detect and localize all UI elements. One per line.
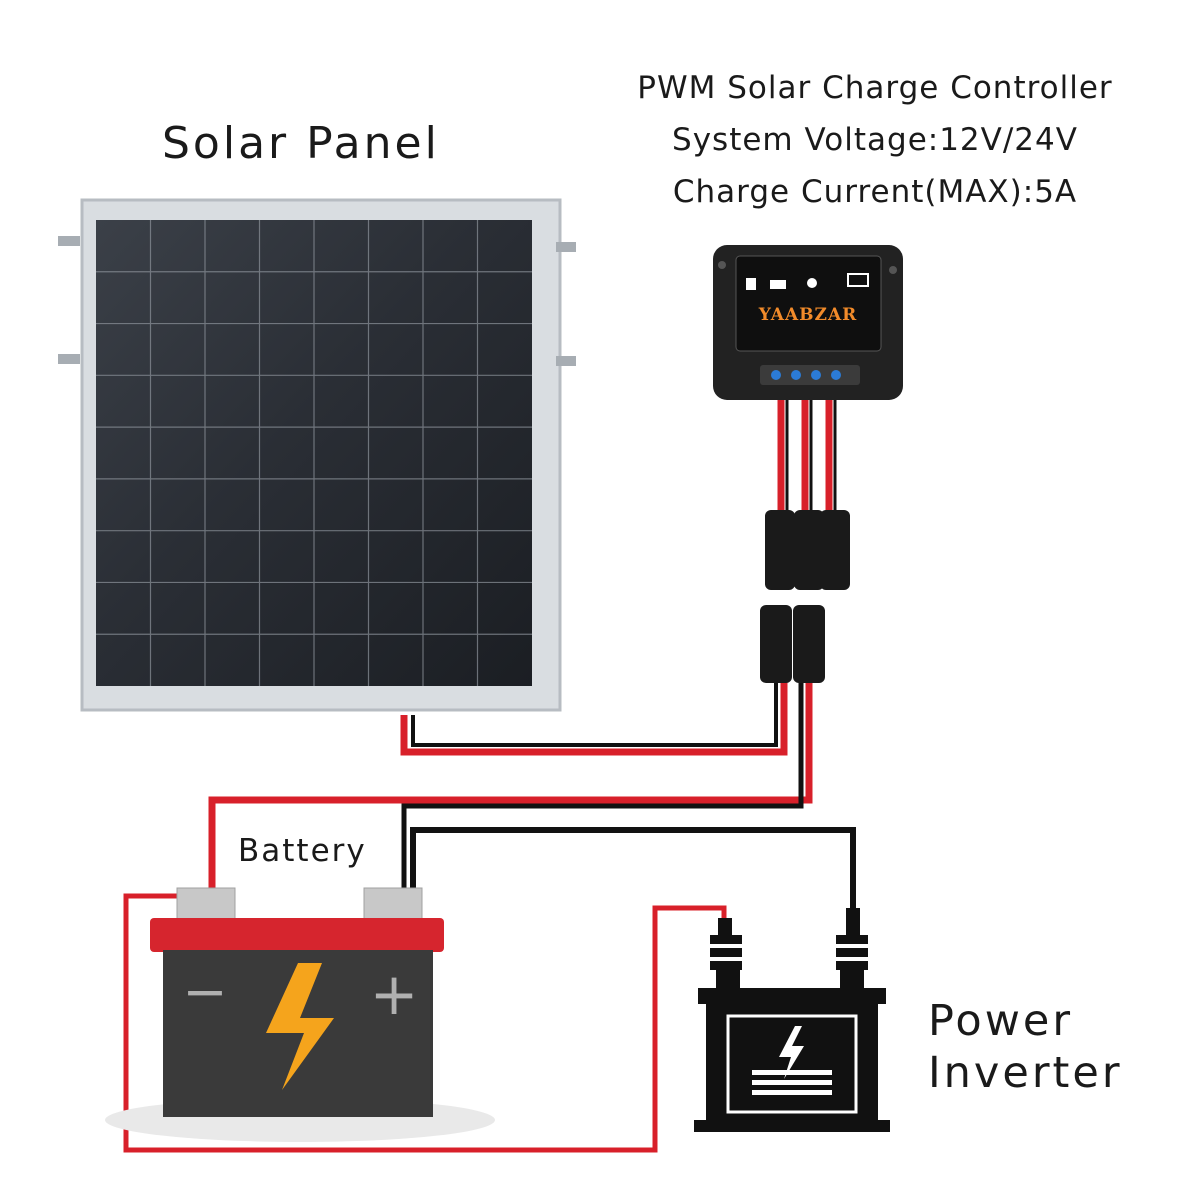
bracket-right-bottom <box>556 356 576 366</box>
bracket-left-bottom <box>58 354 80 364</box>
power-inverter <box>694 908 890 1132</box>
controller-mount-hole-left <box>718 261 726 269</box>
controller-terminal-3 <box>811 370 821 380</box>
wires <box>123 400 856 1153</box>
panel-cell-grid <box>96 220 532 686</box>
controller-terminal-2 <box>791 370 801 380</box>
power-inverter-label-line2: Inverter <box>928 1048 1123 1098</box>
connector-upper-1 <box>765 510 795 590</box>
inverter-foot <box>694 1120 890 1132</box>
power-inverter-label: Power Inverter <box>928 995 1123 1099</box>
controller-title: PWM Solar Charge Controller <box>637 70 1113 106</box>
connector-lower-1 <box>760 605 792 683</box>
inverter-bolt-icon <box>779 1026 804 1079</box>
controller-system-voltage: System Voltage:12V/24V <box>672 122 1078 158</box>
solar-panel-label: Solar Panel <box>162 118 440 169</box>
controller-indicator-1 <box>746 278 756 290</box>
inverter-line-3 <box>752 1090 832 1095</box>
inverter-line-2 <box>752 1080 832 1085</box>
battery-black-wire <box>401 660 804 890</box>
inverter-terminal-right <box>836 908 868 988</box>
connector-upper-2 <box>794 510 824 590</box>
inverter-red-wire <box>123 893 727 1153</box>
battery-label: Battery <box>238 833 367 869</box>
inverter-black-wire <box>410 827 856 910</box>
panel-black-wire <box>411 660 778 747</box>
bracket-right-top <box>556 242 576 252</box>
controller-spec-block: PWM Solar Charge Controller System Volta… <box>600 62 1150 218</box>
inverter-line-1 <box>752 1070 832 1075</box>
controller-battery-icon <box>847 273 869 287</box>
lightning-bolt-icon <box>266 963 334 1090</box>
inverter-top-plate <box>698 988 886 1004</box>
mc4-connectors <box>760 510 850 683</box>
panel-red-wire <box>400 660 788 756</box>
controller-terminal-strip <box>760 365 860 385</box>
controller-indicator-2 <box>770 280 786 289</box>
battery-positive-symbol: + <box>370 960 419 1028</box>
inverter-face <box>726 1014 858 1114</box>
charge-controller: YAABZAR <box>713 245 903 400</box>
controller-indicator-3 <box>807 278 817 288</box>
bracket-left-top <box>58 236 80 246</box>
battery-terminal-positive <box>363 887 423 923</box>
battery: − + <box>105 887 495 1142</box>
battery-terminal-negative <box>176 887 236 923</box>
controller-terminal-1 <box>771 370 781 380</box>
controller-terminal-4 <box>831 370 841 380</box>
controller-brand: YAABZAR <box>758 305 858 325</box>
inverter-terminal-left <box>710 918 742 988</box>
battery-negative-symbol: − <box>182 960 227 1023</box>
battery-lid <box>150 918 444 952</box>
controller-face <box>735 255 882 352</box>
solar-panel <box>58 198 576 712</box>
controller-mount-hole-right <box>889 266 897 274</box>
connector-lower-2 <box>793 605 825 683</box>
battery-red-wire <box>208 660 813 890</box>
power-inverter-label-line1: Power <box>928 996 1074 1046</box>
connector-upper-3 <box>820 510 850 590</box>
controller-charge-current: Charge Current(MAX):5A <box>672 174 1078 210</box>
